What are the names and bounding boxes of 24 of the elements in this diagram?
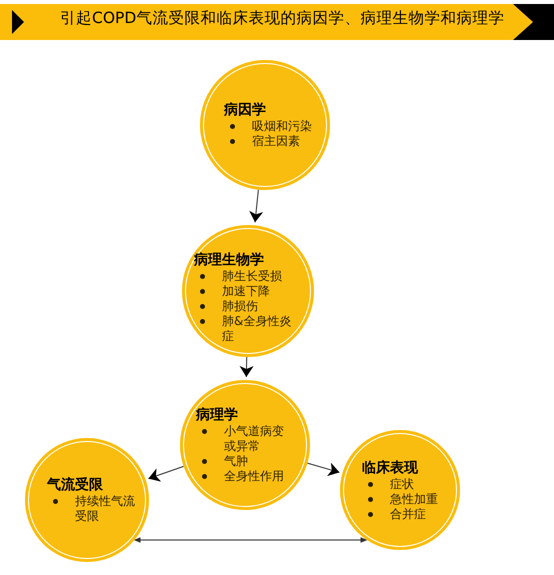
title: 引起COPD气流受限和临床表现的病因学、病理生物学和病理学 (60, 8, 504, 29)
chevron-arrow (306, 462, 340, 476)
bullet-item: 加速下降 (194, 284, 294, 298)
bullet-item: 宿主因素 (224, 134, 324, 149)
chevron-arrow (249, 189, 264, 223)
circle-heading: 病理学 (196, 406, 239, 424)
circle-heading: 病因学 (224, 101, 267, 119)
bullet-item: 肺损伤 (194, 298, 294, 314)
circle-heading: 气流受限 (47, 476, 104, 494)
bullet-item: 急性加重 (362, 492, 454, 506)
bullet-item: 肺生长受损 (194, 268, 294, 284)
circle-heading: 临床表现 (362, 458, 419, 476)
bullet-item: 肺&全身性炎症 (194, 314, 294, 344)
circle-heading: 病理生物学 (194, 250, 265, 268)
bullet-item: 合并症 (362, 506, 454, 522)
bullet-item: 症状 (362, 476, 454, 492)
bullet-item: 气肿 (196, 454, 292, 469)
chevron-arrow (240, 356, 254, 378)
double-arrow (134, 537, 368, 543)
bullet-item: 小气道病变或异常 (196, 424, 292, 454)
bullet-item: 吸烟和污染 (224, 119, 324, 134)
bullet-item: 持续性气流受限 (47, 494, 143, 524)
bullet-item: 全身性作用 (196, 469, 292, 484)
chevron-arrow (148, 466, 184, 482)
